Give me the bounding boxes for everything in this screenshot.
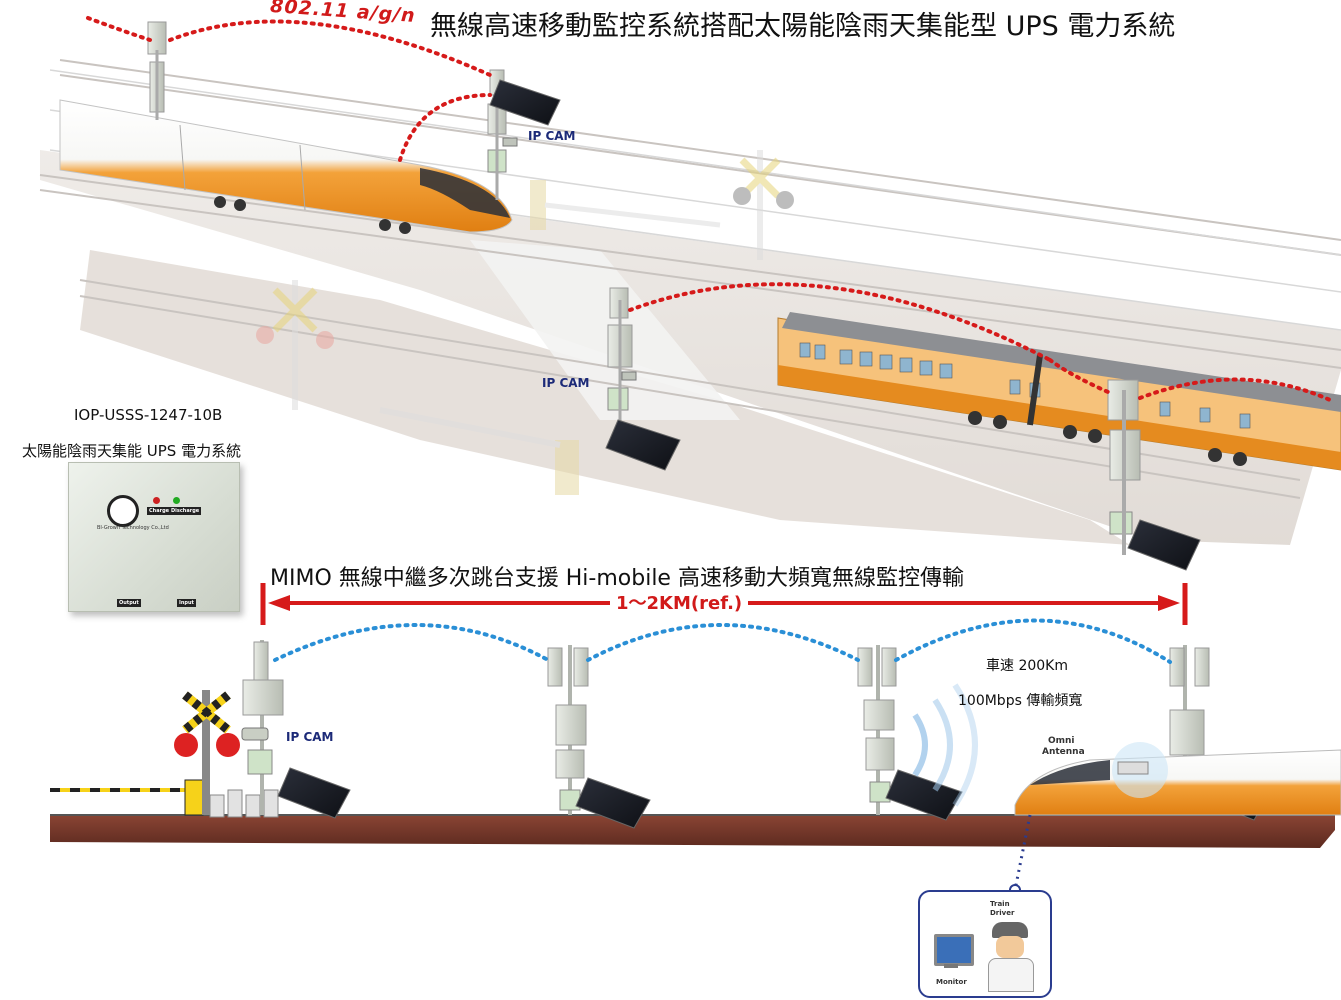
relay-title: MIMO 無線中繼多次跳台支援 Hi-mobile 高速移動大頻寬無線監控傳輸 [270, 566, 964, 591]
charge-label: Charge [147, 507, 172, 515]
distance-label: 1～2KM(ref.) [610, 589, 749, 615]
driver-label-2: Driver [990, 909, 1015, 917]
input-port-label: Input [177, 599, 196, 607]
train-icon [1014, 742, 1341, 816]
ground-strip [50, 815, 1335, 848]
product-name: 太陽能陰雨天集能 UPS 電力系統 [22, 442, 242, 460]
product-model: IOP-USSS-1247-10B [74, 406, 223, 424]
charge-led-icon [153, 497, 160, 504]
monitor-stand-icon [944, 964, 958, 968]
railroad-crossing-icon [50, 690, 279, 818]
antenna-pole-icon [147, 21, 1141, 555]
solar-panel-icon [489, 79, 1201, 571]
train-speed-label: 車速 200Km [986, 658, 1068, 674]
driver-face-icon [996, 936, 1024, 958]
ip-cam-label-3: IP CAM [286, 730, 334, 744]
brand-logo-icon [107, 495, 139, 527]
monitor-label: Monitor [936, 978, 967, 986]
monitor-icon [934, 934, 974, 966]
driver-link-line [1013, 814, 1032, 891]
ip-camera-icon [502, 137, 637, 381]
driver-cabin-panel: Train Driver Monitor [918, 890, 1052, 998]
gravel-bed [40, 150, 1341, 545]
ups-box-icon: BI-Grown Technology Co.,Ltd Charge Disch… [68, 462, 240, 612]
railroad-crossing-icon [256, 150, 794, 495]
driver-icon [988, 958, 1034, 992]
omni-label-1: Omni [1048, 736, 1075, 746]
ip-cam-label-1: IP CAM [528, 129, 576, 143]
ip-cam-label-2: IP CAM [542, 376, 590, 390]
signal-wave-icon [912, 683, 978, 807]
discharge-led-icon [173, 497, 180, 504]
bandwidth-label: 100Mbps 傳輸頻寬 [958, 693, 1083, 709]
crossing-road [470, 240, 740, 420]
page-title: 無線高速移動監控系統搭配太陽能陰雨天集能型 UPS 電力系統 [430, 11, 1176, 42]
omni-label-2: Antenna [1042, 747, 1085, 757]
wireless-link-blue [273, 618, 1172, 664]
brand-small-text: BI-Grown Technology Co.,Ltd [97, 525, 169, 531]
driver-label-1: Train [990, 900, 1010, 908]
driver-cap-icon [992, 922, 1028, 938]
commuter-train-icon [777, 312, 1341, 471]
train-icon [59, 99, 513, 234]
ip-camera-icon [241, 727, 269, 741]
output-port-label: Output [117, 599, 141, 607]
discharge-label: Discharge [169, 507, 202, 515]
wireless-link-red [86, 16, 1332, 402]
